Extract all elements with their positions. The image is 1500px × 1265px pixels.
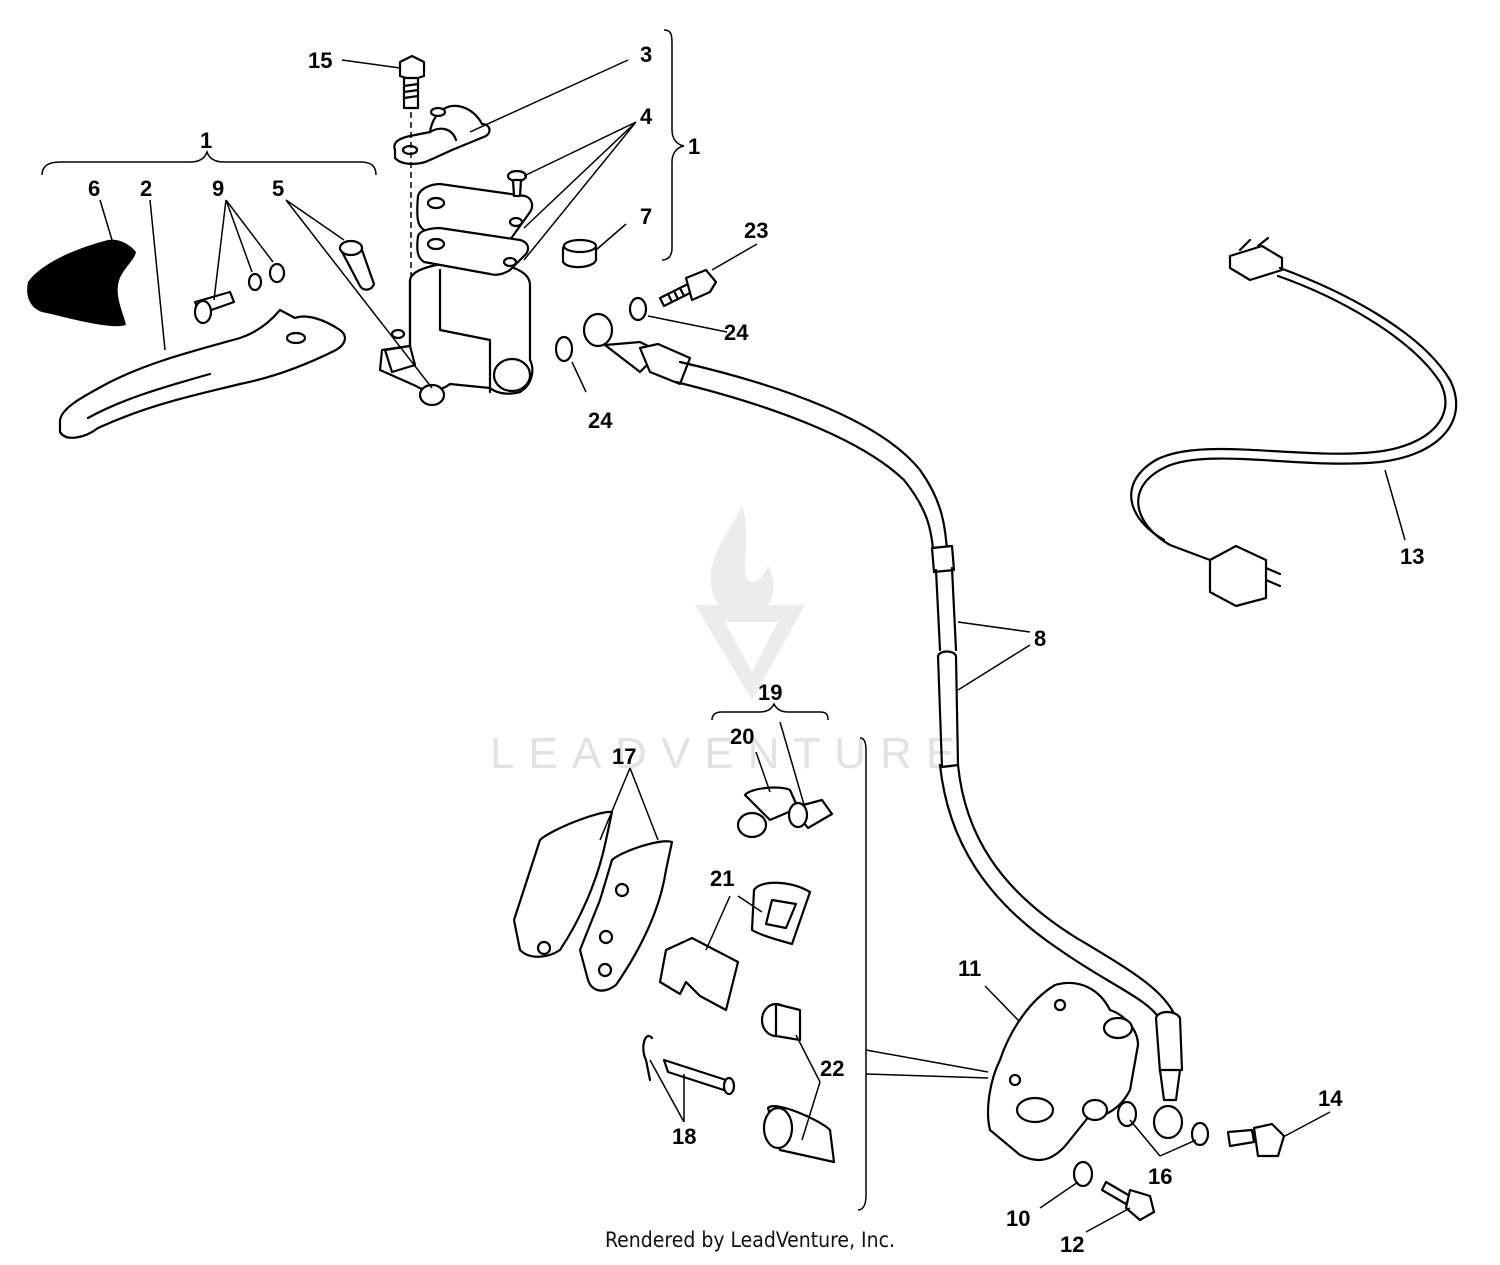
label-9: 9 [212,176,224,201]
reservoir-cover [416,182,534,276]
clamp-bolt [398,54,426,110]
brake-hose [582,312,1184,1140]
master-cylinder [378,260,534,407]
slide-boots [760,1002,836,1164]
brake-lever [58,308,346,439]
part-labels: 1 1 2 3 4 5 6 7 8 9 10 11 12 13 14 15 16… [88,42,1424,1257]
label-22: 22 [820,1056,844,1081]
footer-credit: Rendered by LeadVenture, Inc. [605,1228,895,1252]
pivot-bolt [193,262,286,325]
label-16: 16 [1148,1164,1172,1189]
watermark: LEADVENTURE [490,505,969,778]
label-7: 7 [640,204,652,229]
brake-switch-harness [1130,236,1458,608]
label-4: 4 [640,104,653,129]
label-13: 13 [1400,544,1424,569]
watermark-text: LEADVENTURE [490,729,969,778]
leader-lines [99,59,1406,1233]
label-8: 8 [1034,626,1046,651]
label-21: 21 [710,866,734,891]
label-3: 3 [640,42,652,67]
label-15: 15 [308,48,332,73]
label-14: 14 [1318,1086,1343,1111]
label-2: 2 [140,176,152,201]
label-6: 6 [88,176,100,201]
brake-caliper [986,981,1140,1162]
label-18: 18 [672,1124,696,1149]
cover-screw [506,169,528,198]
seal-ring [561,238,598,269]
label-24-lower: 24 [588,408,613,433]
label-11: 11 [958,956,981,981]
bracket-caliper-kit [857,737,867,1211]
pad-spring [658,881,812,1012]
bracket-bleeder [711,702,829,721]
banjo-bolt-lower [1072,1100,1286,1222]
brake-pads [512,810,674,992]
watermark-v-icon [695,605,805,700]
label-1-lever: 1 [200,128,212,153]
pad-pin [642,1035,736,1096]
label-17: 17 [612,744,636,769]
bleeder-valve [736,786,834,839]
label-24-upper: 24 [724,320,749,345]
handlebar-clamp [393,104,491,165]
bracket-lever-assembly [41,149,377,176]
watermark-flame-icon [710,505,774,617]
label-20: 20 [730,724,754,749]
label-10: 10 [1006,1206,1030,1231]
banjo-bolt-upper [554,268,718,363]
pivot-pin [338,239,376,291]
lever-pad [27,239,137,327]
label-5: 5 [272,176,284,201]
label-12: 12 [1060,1232,1084,1257]
label-19: 19 [758,680,782,705]
bracket-master-assembly [661,29,685,261]
label-1-master: 1 [688,134,700,159]
label-23: 23 [744,218,768,243]
